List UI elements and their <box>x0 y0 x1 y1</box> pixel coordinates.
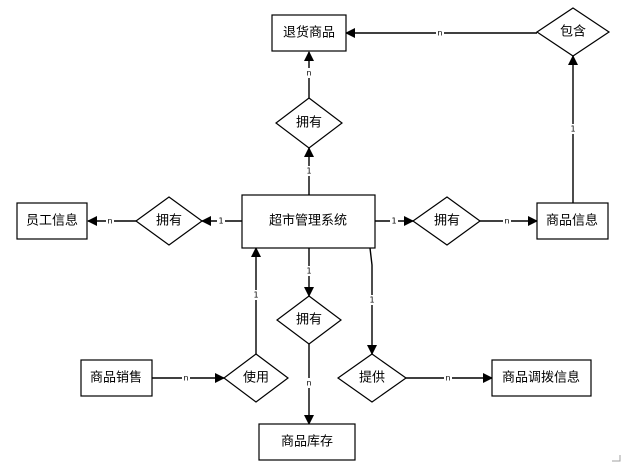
cardinality-system-owntop: 1 <box>305 166 313 176</box>
cardinality-label: 1 <box>391 217 396 226</box>
entity-inventory[interactable]: 商品库存 <box>258 423 356 461</box>
entity-returns[interactable]: 退货商品 <box>271 14 347 52</box>
cardinality-system-provide: 1 <box>368 295 376 305</box>
relationship-provide-label: 提供 <box>359 370 385 386</box>
cardinality-label: 1 <box>369 296 374 305</box>
cardinality-productinfo-contain: 1 <box>569 124 577 134</box>
entity-employee-label: 员工信息 <box>26 213 78 229</box>
cardinality-label: n <box>306 69 311 78</box>
cardinality-label: 1 <box>306 267 311 276</box>
entity-employee[interactable]: 员工信息 <box>16 202 88 240</box>
relationship-own-bottom-label: 拥有 <box>296 313 322 328</box>
cardinality-owntop-returns: n <box>305 68 313 78</box>
entity-product-info-label: 商品信息 <box>546 213 598 229</box>
entity-sales[interactable]: 商品销售 <box>80 359 153 397</box>
entity-system-label: 超市管理系统 <box>269 213 347 229</box>
relationship-provide[interactable]: 提供 <box>336 353 408 403</box>
relationship-own-left[interactable]: 拥有 <box>134 196 204 246</box>
relationship-use-label: 使用 <box>243 370 269 386</box>
cardinality-label: 1 <box>570 125 575 134</box>
corner-mark-icon <box>612 455 621 462</box>
cardinality-label: n <box>504 217 509 226</box>
relationship-own-bottom[interactable]: 拥有 <box>276 295 342 345</box>
cardinality-label: n <box>437 29 442 38</box>
relationship-own-top-label: 拥有 <box>296 116 322 131</box>
cardinality-provide-transfer: n <box>444 373 452 383</box>
cardinality-system-ownbottom: 1 <box>305 266 313 276</box>
entity-transfer[interactable]: 商品调拨信息 <box>491 359 592 397</box>
cardinality-use-system: 1 <box>252 290 260 300</box>
cardinality-label: 1 <box>218 217 223 226</box>
cardinality-contain-returns: n <box>436 28 444 38</box>
entity-sales-label: 商品销售 <box>90 370 142 386</box>
cardinality-label: n <box>107 217 112 226</box>
cardinality-system-ownleft: 1 <box>217 216 225 226</box>
cardinality-system-ownright: 1 <box>390 216 398 226</box>
relationship-contain-label: 包含 <box>560 24 586 40</box>
relationship-own-left-label: 拥有 <box>156 214 182 229</box>
cardinality-label: 1 <box>306 167 311 176</box>
entity-product-info[interactable]: 商品信息 <box>536 202 609 240</box>
entity-transfer-label: 商品调拨信息 <box>502 370 580 386</box>
cardinality-ownright-productinfo: n <box>503 216 511 226</box>
relationship-own-right-label: 拥有 <box>434 214 460 229</box>
relationship-own-right[interactable]: 拥有 <box>411 196 482 246</box>
edge-system-provide <box>367 247 377 355</box>
cardinality-label: n <box>306 379 311 388</box>
entity-system[interactable]: 超市管理系统 <box>241 194 376 249</box>
cardinality-ownleft-employee: n <box>106 216 114 226</box>
cardinality-label: n <box>445 374 450 383</box>
relationship-own-top[interactable]: 拥有 <box>275 97 343 149</box>
cardinality-sales-use: n <box>182 373 190 383</box>
entity-inventory-label: 商品库存 <box>281 434 333 450</box>
cardinality-label: 1 <box>253 291 258 300</box>
cardinality-ownbottom-inventory: n <box>305 378 313 388</box>
relationship-use[interactable]: 使用 <box>223 353 289 403</box>
entity-returns-label: 退货商品 <box>283 25 335 41</box>
relationship-contain[interactable]: 包含 <box>535 7 611 57</box>
cardinality-label: n <box>183 374 188 383</box>
